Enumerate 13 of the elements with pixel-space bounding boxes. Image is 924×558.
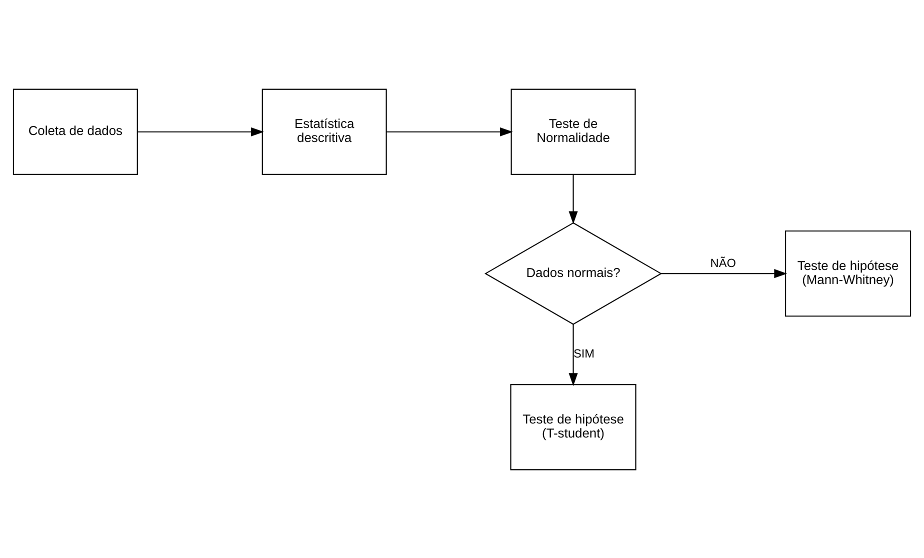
node-box: Estatística descritiva — [262, 88, 387, 174]
node-box: Teste de hipótese (T-student) — [510, 384, 636, 470]
arrow — [660, 268, 788, 278]
node-box: Coleta de dados — [12, 88, 138, 174]
edge-label: SIM — [574, 346, 595, 360]
node-diamond: Dados normais? — [484, 222, 662, 324]
node-box: Teste de hipótese (Mann-Whitney) — [785, 230, 912, 316]
node-box: Teste de Normalidade — [510, 88, 636, 174]
edge-label: NÃO — [710, 255, 736, 270]
arrow — [138, 126, 264, 136]
arrow — [568, 174, 578, 224]
arrow — [386, 126, 513, 136]
arrow — [568, 324, 578, 386]
